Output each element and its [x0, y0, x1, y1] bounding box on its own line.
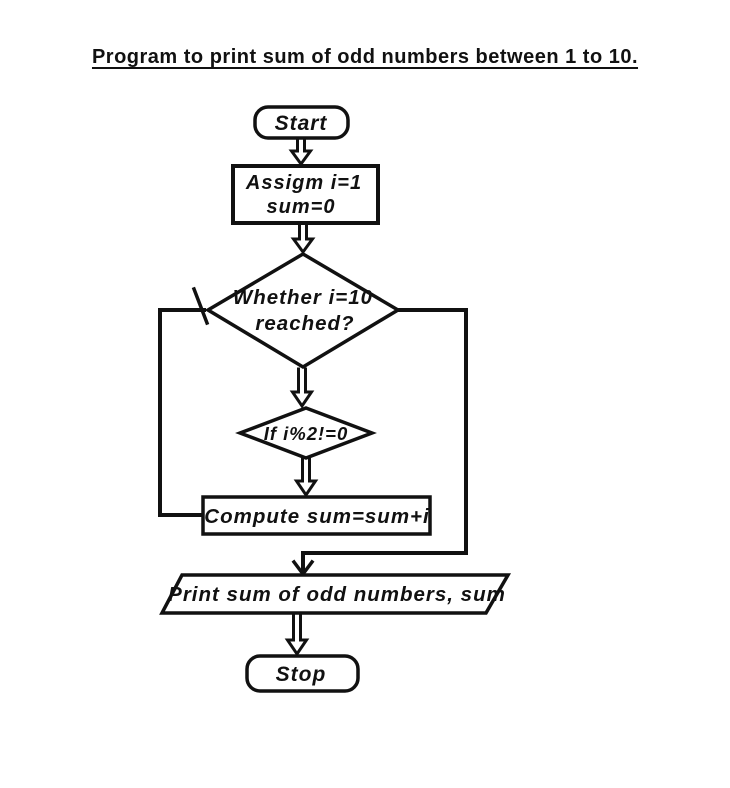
connector-lines — [158, 308, 468, 572]
node-labels: Start Assigm i=1 sum=0 Whether i=10 reac… — [168, 112, 506, 686]
compute-label: Compute sum=sum+i — [204, 505, 430, 528]
print-label: Print sum of odd numbers, sum — [168, 583, 506, 606]
decision-odd-label: If i%2!=0 — [264, 423, 349, 444]
decision-reached-label-line2: reached? — [255, 312, 354, 335]
decision-reached-shape — [204, 251, 402, 370]
stop-label: Stop — [276, 663, 327, 686]
print-io-shape — [159, 573, 512, 615]
flow-arrows — [284, 137, 319, 657]
arrow-decision-to-decision-icon — [289, 367, 315, 409]
start-terminator-shape — [253, 105, 350, 140]
arrow-print-to-stop-icon — [284, 612, 310, 657]
loop-arrowhead-icon — [191, 286, 210, 326]
decision-to-print-connector — [301, 308, 468, 572]
decision-reached-label-line1: Whether i=10 — [233, 286, 373, 309]
compute-process-shape — [201, 495, 432, 536]
arrow-assign-to-decision-icon — [290, 222, 316, 255]
start-label: Start — [275, 112, 328, 135]
loop-back-connector — [158, 308, 206, 517]
page-title: Program to print sum of odd numbers betw… — [0, 46, 730, 69]
arrow-decision-to-compute-icon — [293, 457, 319, 498]
assign-label-line1: Assigm i=1 — [245, 172, 362, 194]
arrow-start-to-assign-icon — [288, 137, 314, 167]
page-title-text: Program to print sum of odd numbers betw… — [91, 46, 639, 68]
node-shapes — [159, 105, 512, 693]
assign-process-shape — [231, 164, 380, 225]
stop-terminator-shape — [245, 654, 360, 693]
decision-odd-shape — [235, 406, 377, 460]
assign-label-line2: sum=0 — [267, 196, 336, 218]
